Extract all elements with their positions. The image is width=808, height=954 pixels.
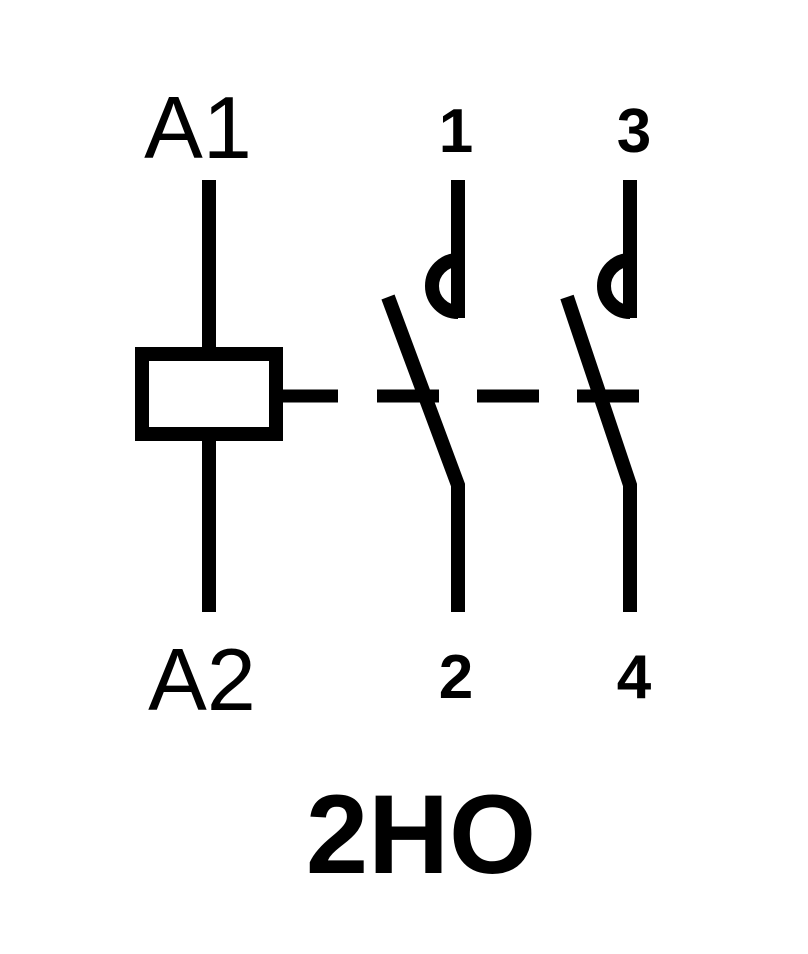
terminal-label-3: 3 xyxy=(617,97,651,166)
terminal-label-a2: A2 xyxy=(148,630,256,729)
contact-1-2 xyxy=(381,180,465,612)
contact-3-4 xyxy=(560,180,637,612)
contact-hook xyxy=(597,253,631,319)
terminal-label-4: 4 xyxy=(617,643,652,712)
contact-blade xyxy=(560,294,637,612)
contact-hook xyxy=(425,253,459,319)
coil xyxy=(135,180,283,612)
terminal-label-a1: A1 xyxy=(144,78,252,177)
terminal-label-1: 1 xyxy=(439,97,473,166)
terminal-label-2: 2 xyxy=(439,643,473,712)
contact-blade xyxy=(381,294,465,612)
coil-body xyxy=(135,347,283,441)
diagram-caption: 2HO xyxy=(306,772,536,897)
